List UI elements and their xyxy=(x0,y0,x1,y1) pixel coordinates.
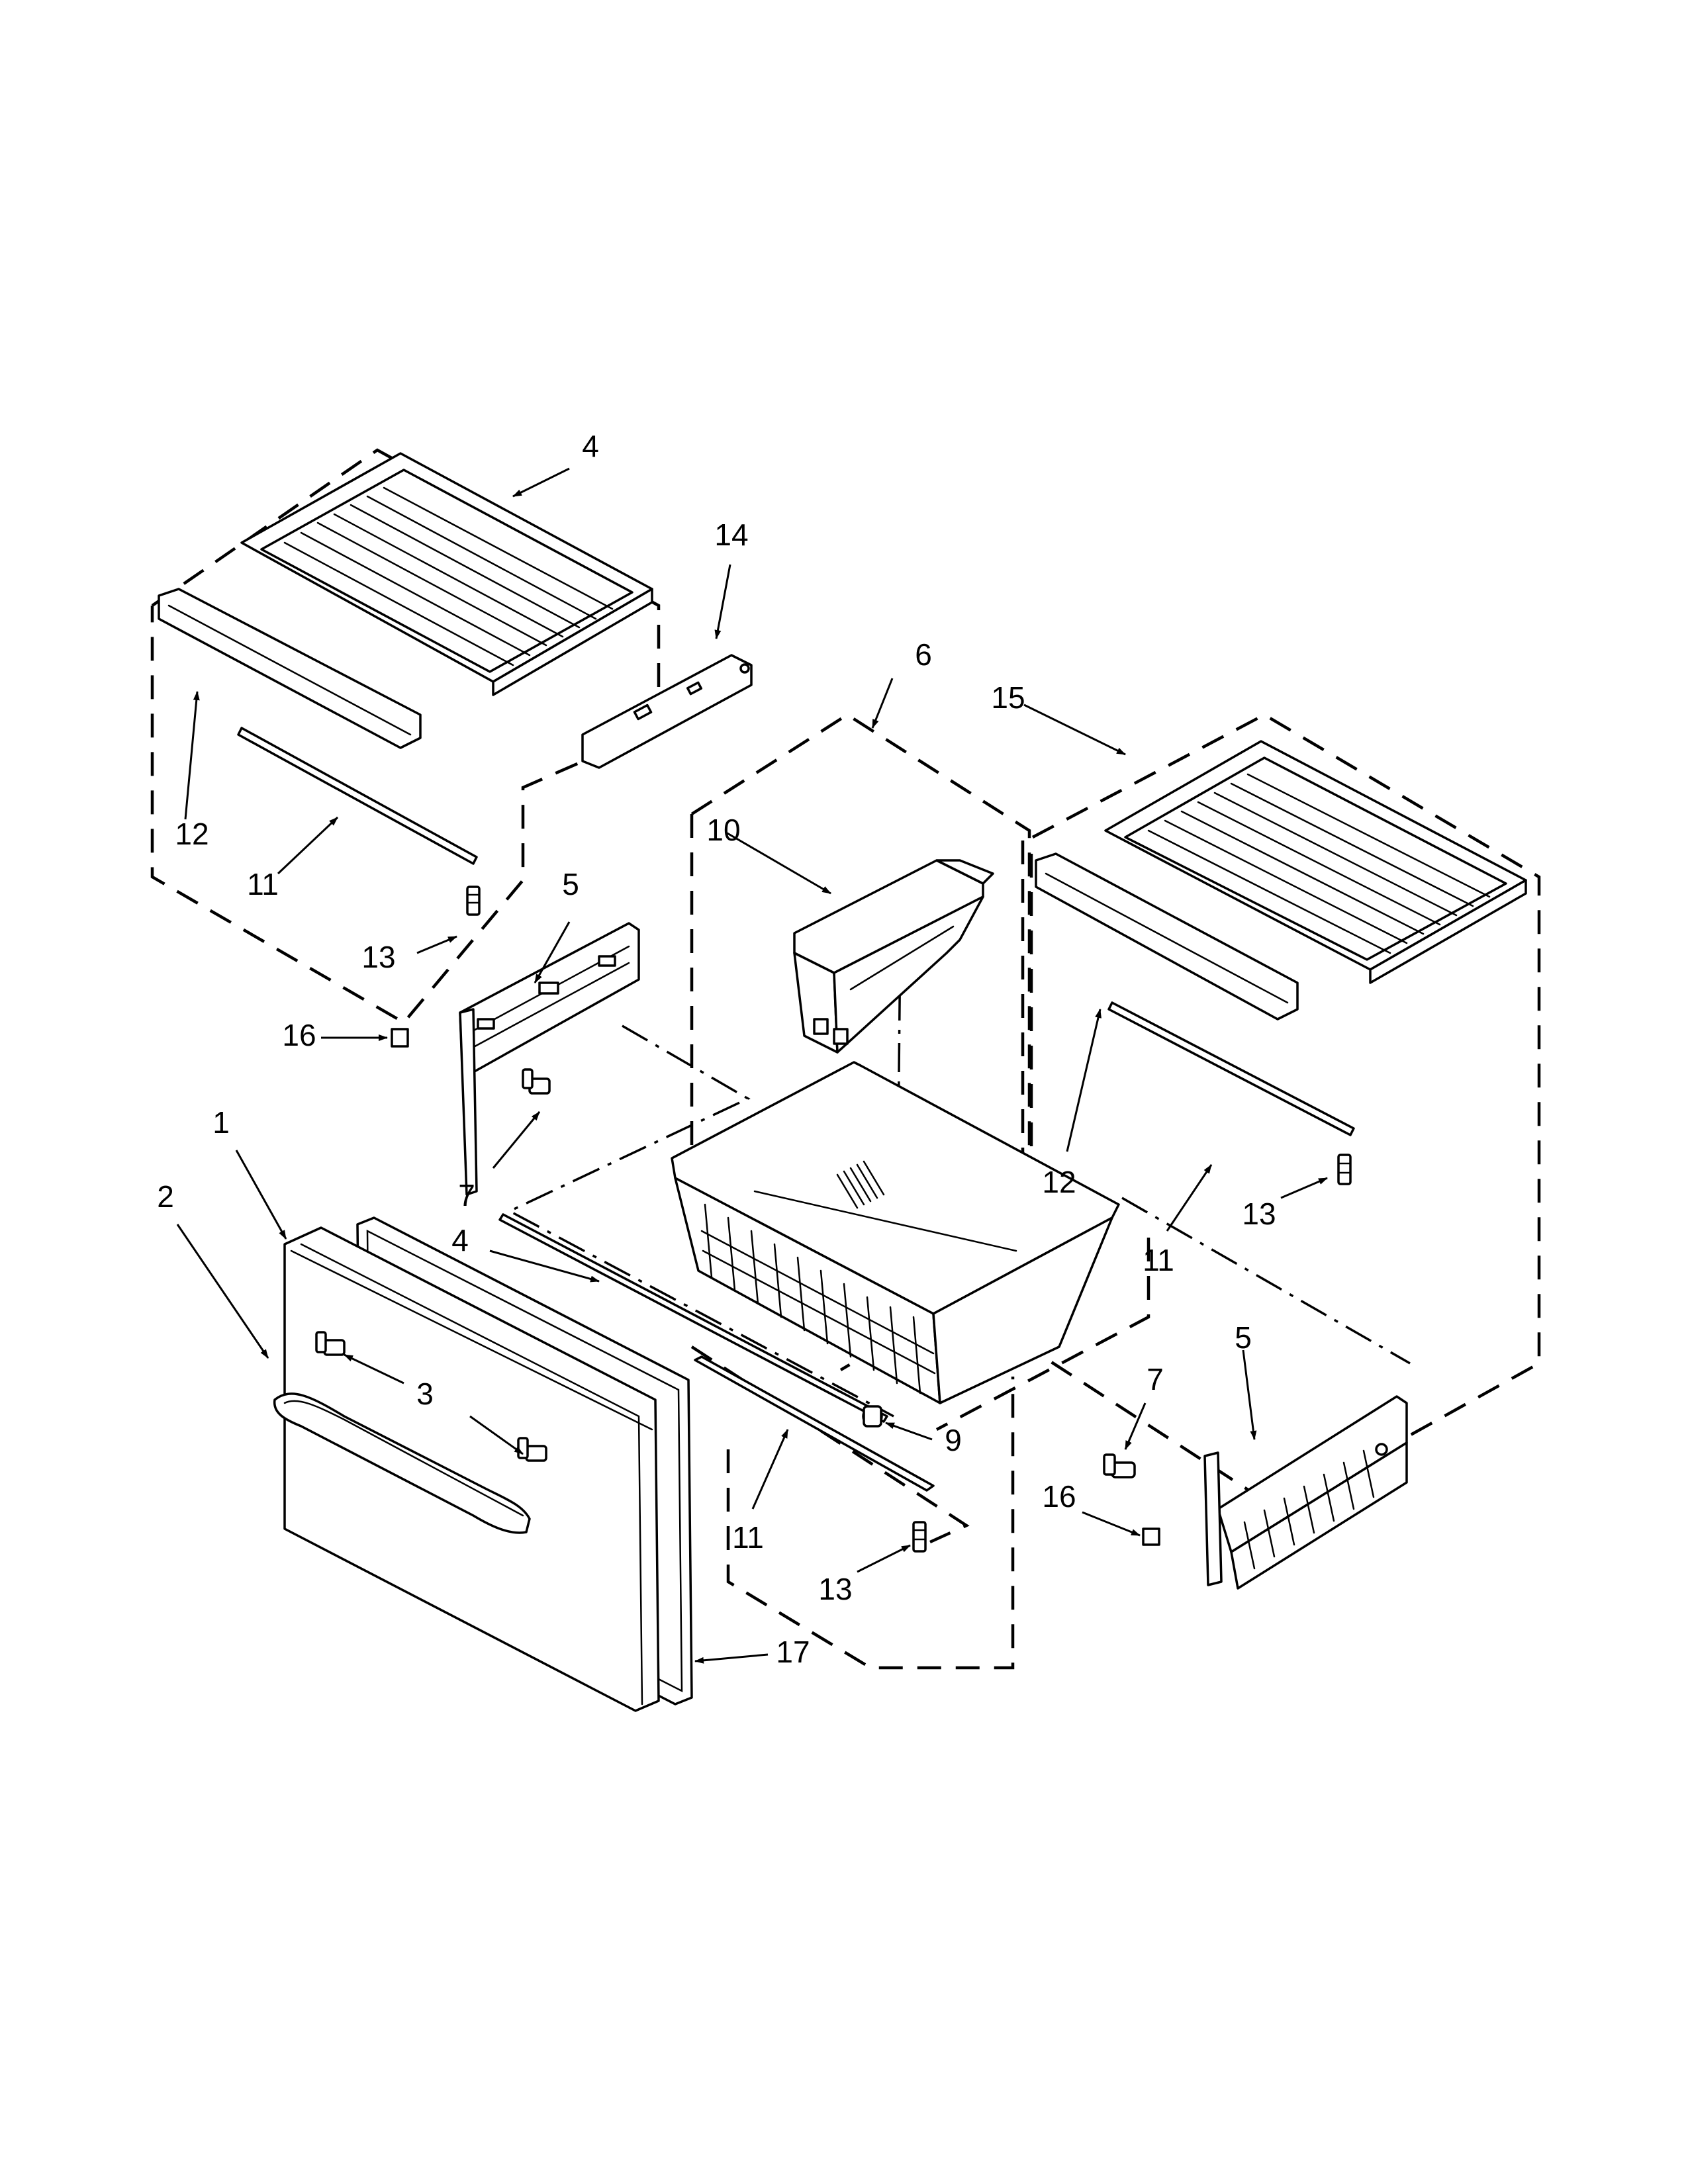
callout-15: 15 xyxy=(991,680,1025,715)
lower-rail xyxy=(694,1355,935,1553)
callout-9: 9 xyxy=(945,1423,962,1457)
callout-1: 1 xyxy=(212,1105,230,1140)
callout-7-left: 7 xyxy=(458,1178,475,1212)
callout-8: 4 xyxy=(582,429,599,463)
callout-10: 10 xyxy=(706,813,740,847)
callout-13-right: 13 xyxy=(1242,1197,1276,1231)
callout-5-left: 5 xyxy=(562,867,579,901)
callout-13-lower: 13 xyxy=(818,1572,852,1606)
callout-6: 6 xyxy=(915,637,932,672)
callout-14: 14 xyxy=(714,518,748,552)
callout-2: 2 xyxy=(157,1179,174,1214)
left-drawer-slide xyxy=(391,922,640,1196)
cross-rail xyxy=(498,1213,888,1423)
drawer-front-assembly xyxy=(273,1216,693,1712)
callout-7-right: 7 xyxy=(1147,1362,1164,1396)
callout-16-left: 16 xyxy=(282,1018,316,1052)
callout-11-lower: 11 xyxy=(732,1520,764,1555)
callout-11-upper-left: 11 xyxy=(247,867,279,901)
callout-17: 17 xyxy=(776,1635,810,1669)
callout-5-right: 5 xyxy=(1235,1320,1252,1355)
right-drawer-slide xyxy=(1103,1395,1408,1590)
upper-drawer-tray xyxy=(158,452,653,916)
callout-16-right: 16 xyxy=(1042,1479,1076,1514)
crisper-cover-bin xyxy=(793,859,994,1054)
callout-labels: 4 14 6 15 10 12 11 13 5 16 7 12 11 13 1 … xyxy=(157,429,1276,1669)
callout-11-right: 11 xyxy=(1143,1243,1174,1277)
callout-12-left: 12 xyxy=(175,817,209,851)
callout-4: 4 xyxy=(451,1223,469,1257)
callout-12-right: 12 xyxy=(1042,1165,1076,1199)
drawer-control xyxy=(581,654,753,769)
lower-drawer-tray xyxy=(1035,740,1527,1185)
leader-lines xyxy=(176,467,1328,1664)
crisper-drawer xyxy=(671,1061,1120,1404)
callout-13-upper-left: 13 xyxy=(361,940,395,974)
callout-3: 3 xyxy=(416,1377,434,1411)
